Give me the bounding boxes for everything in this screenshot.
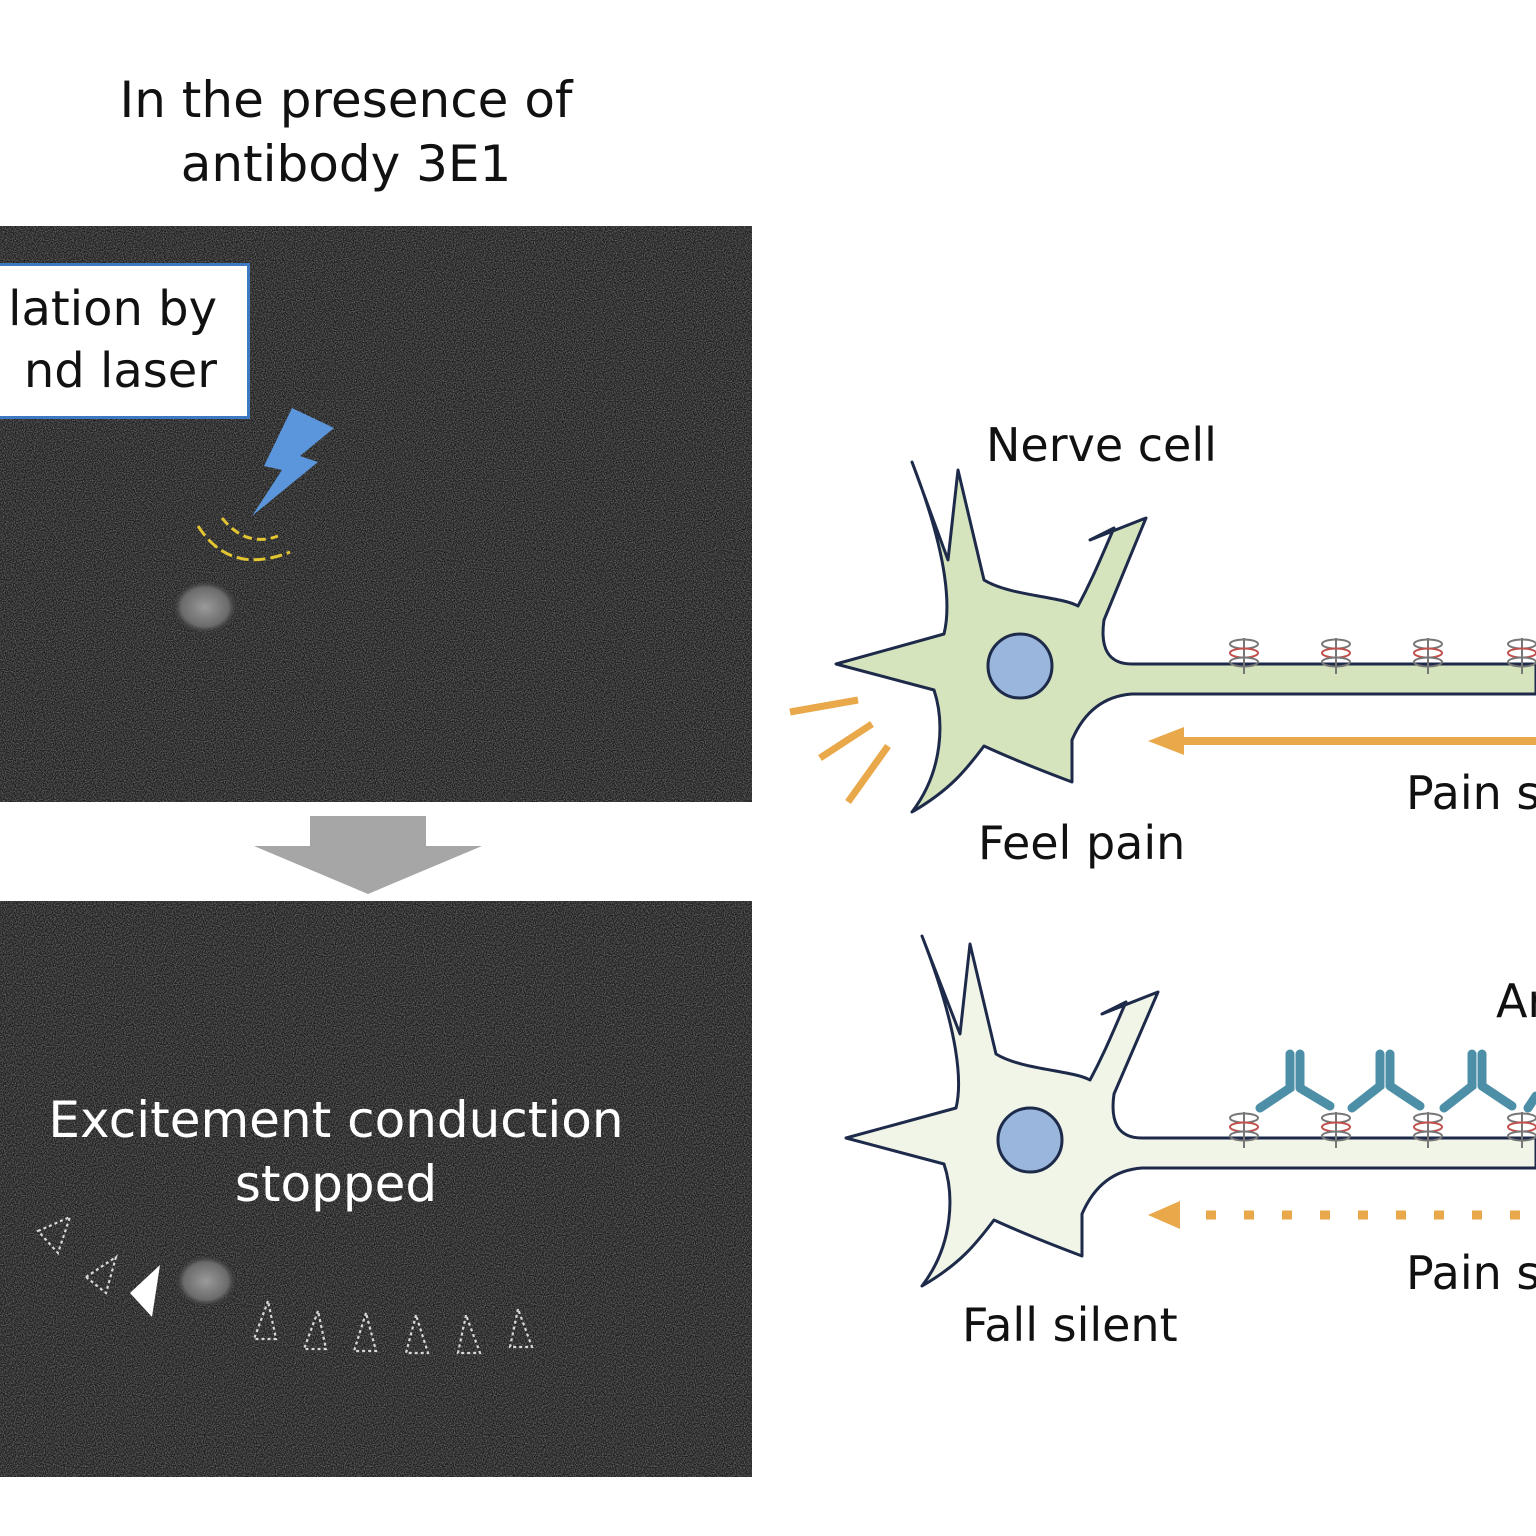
overlay-line-1: Excitement conduction (48, 1091, 624, 1149)
conduction-stopped-text: Excitement conduction stopped (20, 1088, 652, 1216)
microscopy-panel-before (0, 226, 752, 802)
axon-markers (36, 1215, 534, 1355)
marker-arrowhead-5 (352, 1309, 378, 1353)
blocked-signal-arrow (1148, 1201, 1536, 1229)
antibody-icons (1255, 1049, 1536, 1113)
nucleus-active (986, 632, 1054, 700)
pain-signal-label-bottom: Pain s (1406, 1246, 1536, 1300)
overlay-line-2: stopped (234, 1155, 438, 1213)
antibody-icon-3 (1439, 1049, 1517, 1113)
active-neuron (834, 460, 1536, 814)
marker-arrowhead-6 (404, 1311, 430, 1355)
marker-arrowhead-2 (84, 1254, 118, 1295)
cell-body-glow (171, 579, 239, 635)
antibody-icon-1 (1255, 1049, 1335, 1113)
pain-burst-icon (789, 696, 891, 805)
figure-title: In the presence of antibody 3E1 (40, 68, 652, 196)
marker-arrowhead-4 (302, 1307, 328, 1351)
microscopy-noise (0, 226, 752, 802)
solid-arrowhead-icon (130, 1265, 160, 1317)
nerve-cell-label: Nerve cell (986, 418, 1217, 472)
callout-line-2: nd laser (23, 343, 217, 399)
callout-line-1: lation by (8, 281, 217, 337)
stimulation-arc-outer (196, 525, 291, 562)
antibody-label: Ar (1496, 974, 1536, 1028)
laser-bolt-icon (252, 408, 334, 516)
stimulation-arc-inner (220, 517, 279, 541)
marker-arrowhead-7 (456, 1311, 482, 1355)
feel-pain-label: Feel pain (978, 816, 1186, 870)
down-arrow-icon (254, 816, 482, 894)
stimulation-callout: lation by nd laser (0, 263, 250, 419)
cell-body-glow-after (174, 1254, 238, 1308)
nucleus-silent (996, 1106, 1064, 1174)
fall-silent-label: Fall silent (962, 1298, 1178, 1352)
antibody-icon-2 (1347, 1049, 1425, 1113)
microscopy-panel-after (0, 901, 752, 1477)
marker-arrowhead-8 (508, 1305, 534, 1349)
marker-arrowhead-3 (252, 1297, 278, 1341)
silent-neuron (844, 934, 1536, 1288)
pain-signal-label-top: Pain s (1406, 766, 1536, 820)
antibody-icon-4 (1523, 1091, 1536, 1113)
title-line-1: In the presence of (119, 71, 573, 129)
pain-signal-arrow (1148, 727, 1536, 755)
microscopy-noise-after (0, 901, 752, 1477)
title-line-2: antibody 3E1 (180, 135, 512, 193)
